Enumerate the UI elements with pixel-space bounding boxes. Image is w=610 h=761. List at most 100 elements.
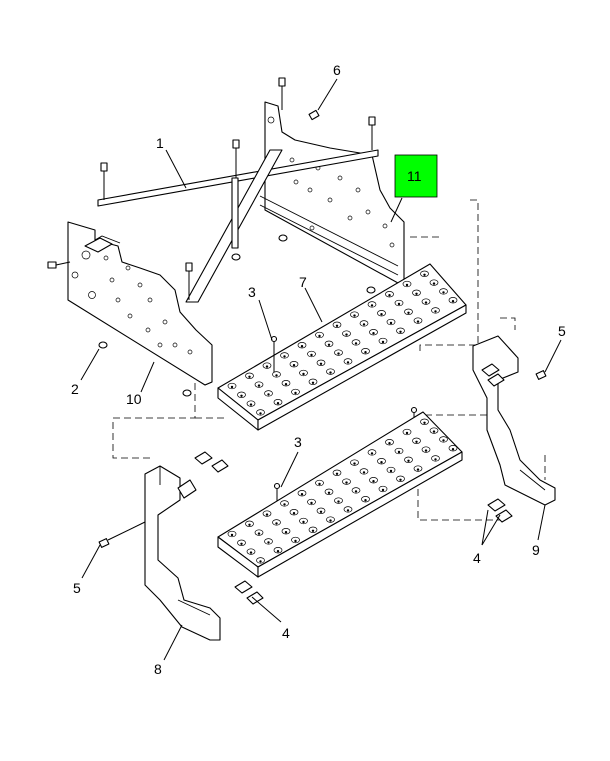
tread-hole-center bbox=[300, 493, 304, 496]
tread-hole-center bbox=[346, 509, 350, 512]
callout-4: 4 bbox=[282, 625, 290, 641]
tread-hole-center bbox=[372, 332, 375, 335]
callout-8: 8 bbox=[154, 661, 162, 677]
tread-hole-center bbox=[451, 448, 455, 451]
clip-icon bbox=[234, 580, 264, 605]
tread-hole-center bbox=[318, 482, 321, 486]
bolt-icon bbox=[98, 521, 146, 548]
upper-step-plate bbox=[217, 263, 467, 431]
bolt-icon bbox=[47, 261, 71, 269]
tread-hole-center bbox=[283, 503, 286, 506]
tread-hole-center bbox=[354, 342, 358, 345]
callout-11-highlight bbox=[394, 154, 438, 198]
tread-hole-center bbox=[230, 533, 234, 537]
callout-2: 2 bbox=[71, 381, 79, 397]
callout-4: 4 bbox=[473, 550, 481, 566]
nuts bbox=[98, 234, 376, 397]
tread-hole-center bbox=[354, 490, 358, 493]
tread-hole-center bbox=[257, 532, 261, 535]
left-mounting-bracket bbox=[67, 221, 213, 386]
bolt-icon bbox=[100, 162, 108, 200]
tread-hole-center bbox=[399, 330, 402, 333]
tread-hole-center bbox=[335, 324, 339, 327]
tread-hole-center bbox=[399, 478, 402, 481]
tread-hole-center bbox=[257, 384, 261, 387]
tread-hole-center bbox=[424, 301, 428, 304]
tread-hole-center bbox=[249, 403, 253, 406]
tread-hole-center bbox=[249, 551, 253, 554]
tread-hole-center bbox=[329, 519, 332, 522]
tread-hole-center bbox=[362, 323, 366, 326]
callout-5: 5 bbox=[558, 323, 566, 339]
tread-hole-center bbox=[292, 512, 296, 515]
left-step-hanger bbox=[144, 465, 221, 641]
lower-step-plate bbox=[217, 411, 463, 578]
tread-hole-center bbox=[397, 450, 401, 454]
tread-hole-center bbox=[381, 488, 385, 492]
tread-hole-center bbox=[294, 539, 297, 543]
callout-3: 3 bbox=[294, 434, 302, 450]
tread-hole-center bbox=[389, 469, 393, 473]
tread-hole-center bbox=[318, 334, 321, 338]
tread-hole-center bbox=[423, 273, 426, 276]
tread-hole-center bbox=[248, 375, 251, 378]
tread-hole-center bbox=[389, 321, 393, 325]
callout-5: 5 bbox=[73, 580, 81, 596]
tread-hole-center bbox=[240, 394, 243, 397]
tread-hole-center bbox=[327, 343, 331, 346]
bolt-icon bbox=[368, 116, 376, 150]
tread-hole-center bbox=[388, 442, 391, 445]
tread-hole-center bbox=[370, 452, 374, 455]
hanger-bolts bbox=[98, 370, 547, 548]
tread-hole-center bbox=[327, 491, 331, 494]
tread-hole-center bbox=[275, 374, 278, 377]
callout-1: 1 bbox=[156, 135, 164, 151]
tread-hole-center bbox=[442, 439, 445, 442]
right-step-hanger bbox=[472, 335, 556, 506]
tread-hole-center bbox=[276, 402, 280, 405]
cross-brace bbox=[97, 149, 379, 303]
nut-icon bbox=[98, 341, 108, 349]
tread-hole-center bbox=[434, 458, 437, 461]
tread-hole-center bbox=[310, 353, 313, 357]
step-tread-holes bbox=[227, 270, 458, 416]
tread-hole-center bbox=[415, 440, 418, 443]
tread-hole-center bbox=[381, 340, 385, 344]
tread-hole-center bbox=[319, 362, 323, 365]
tread-hole-center bbox=[310, 501, 313, 505]
tread-hole-center bbox=[283, 355, 286, 358]
tread-hole-center bbox=[267, 541, 270, 544]
callout-labels: 1 2 3 3 4 4 5 5 6 7 8 9 10 11 bbox=[71, 62, 566, 677]
callout-6: 6 bbox=[333, 62, 341, 78]
nut-icon bbox=[182, 389, 192, 397]
callout-10: 10 bbox=[126, 391, 142, 407]
tread-hole-center bbox=[311, 529, 315, 532]
tread-hole-center bbox=[388, 294, 391, 297]
tread-hole-center bbox=[372, 480, 375, 483]
bolt-icon bbox=[535, 370, 547, 380]
tread-hole-center bbox=[275, 522, 278, 525]
tread-hole-center bbox=[380, 461, 383, 464]
tread-hole-center bbox=[364, 499, 367, 502]
tread-hole-center bbox=[405, 283, 409, 287]
tread-hole-center bbox=[319, 510, 323, 513]
tread-hole-center bbox=[345, 333, 348, 336]
tread-hole-center bbox=[405, 431, 409, 435]
tread-hole-center bbox=[248, 523, 251, 526]
leader-lines bbox=[80, 78, 562, 661]
tread-hole-center bbox=[397, 302, 401, 306]
callout-3: 3 bbox=[248, 284, 256, 300]
tread-hole-center bbox=[415, 292, 418, 295]
callout-7: 7 bbox=[299, 274, 307, 290]
tread-hole-center bbox=[434, 310, 437, 313]
bolt-icon bbox=[232, 139, 240, 178]
tread-hole-center bbox=[432, 282, 436, 285]
tread-hole-center bbox=[407, 311, 410, 314]
tread-hole-center bbox=[451, 300, 455, 303]
clips bbox=[194, 363, 513, 605]
tread-hole-center bbox=[311, 381, 315, 384]
tread-hole-center bbox=[353, 314, 356, 317]
tread-hole-center bbox=[284, 383, 288, 386]
tread-hole-center bbox=[259, 412, 262, 415]
tread-hole-center bbox=[407, 459, 410, 462]
